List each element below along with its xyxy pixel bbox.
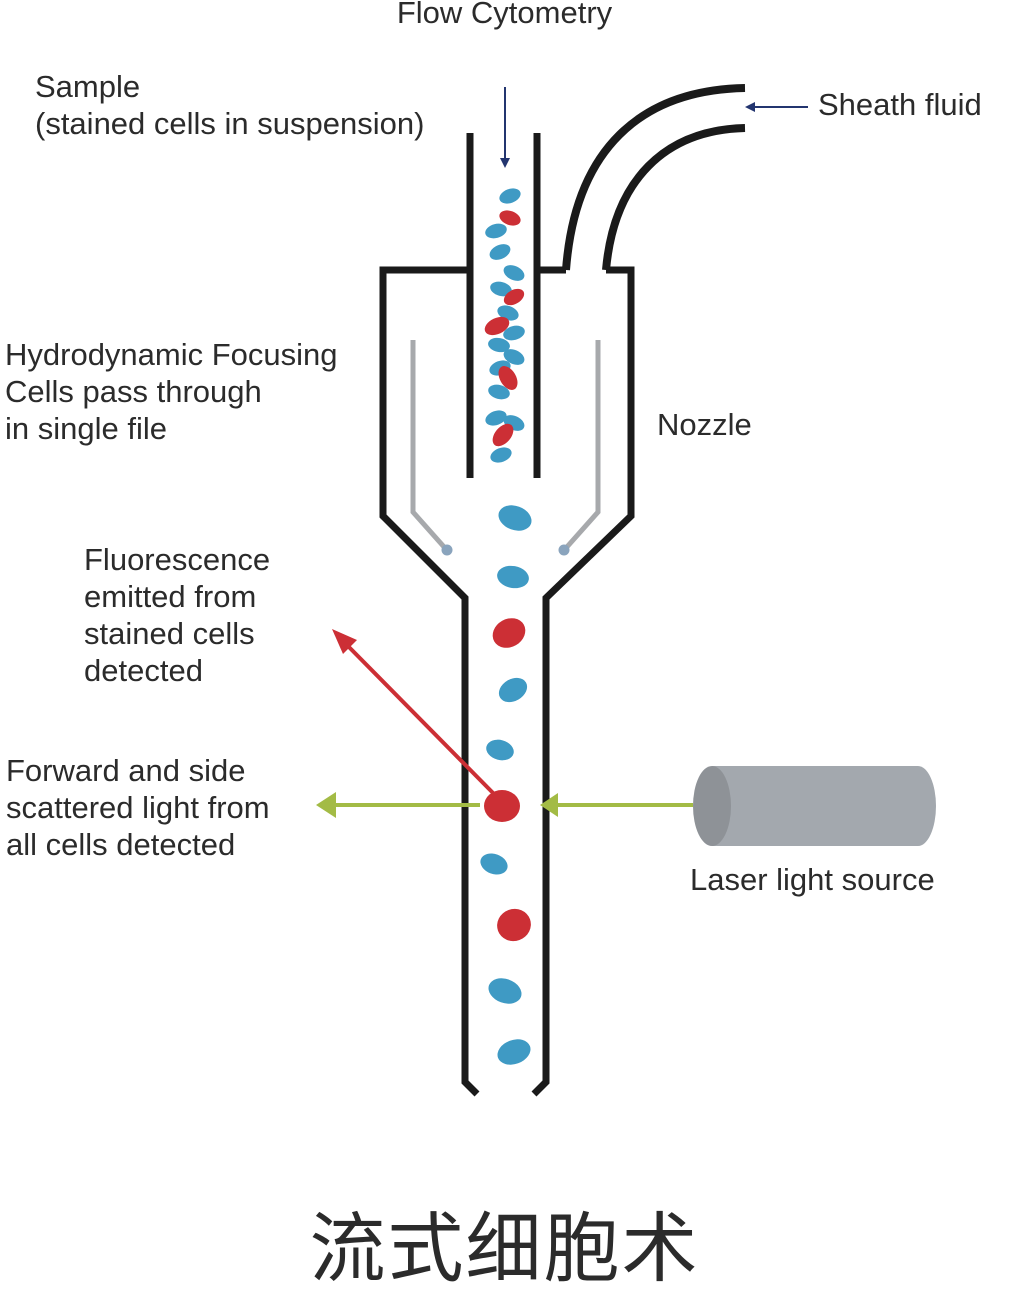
cell-blue bbox=[503, 265, 525, 281]
cell-blue bbox=[497, 565, 529, 589]
cell-blue bbox=[498, 677, 528, 703]
cell-blue bbox=[490, 281, 512, 297]
cell-blue bbox=[489, 244, 511, 260]
cell-blue bbox=[488, 384, 510, 400]
diagram-title: Flow Cytometry bbox=[396, 0, 613, 30]
scatter-label: Forward and side scattered light from al… bbox=[6, 753, 270, 862]
sheath-tube-outer-wall bbox=[562, 84, 746, 271]
cell-blue bbox=[488, 337, 510, 353]
cell-red bbox=[492, 423, 514, 447]
cells-in-sample-tube bbox=[484, 188, 525, 463]
cell-blue bbox=[488, 978, 522, 1004]
cell-blue bbox=[480, 853, 508, 875]
cell-blue bbox=[498, 505, 532, 531]
cell-blue bbox=[499, 188, 521, 204]
cell-blue bbox=[503, 325, 525, 341]
laser-label: Laser light source bbox=[690, 862, 935, 897]
cell-blue bbox=[503, 349, 525, 365]
flow-chamber-right-wall bbox=[531, 266, 635, 1097]
diagram-canvas bbox=[316, 84, 936, 1097]
scatter-arrow-icon bbox=[316, 792, 480, 818]
sample-label: Sample (stained cells in suspension) bbox=[35, 69, 425, 141]
cell-blue bbox=[485, 410, 507, 426]
cell-red bbox=[498, 366, 518, 390]
fluorescence-label: Fluorescence emitted from stained cells … bbox=[84, 542, 271, 688]
cell-red-detected bbox=[484, 790, 520, 822]
flow-cytometry-diagram: Flow Cytometry Sample (stained cells in … bbox=[5, 0, 982, 1293]
cell-red bbox=[492, 618, 526, 648]
fluorescence-arrow-icon bbox=[332, 629, 498, 798]
cell-blue bbox=[486, 739, 514, 761]
sheath-tube-inner-wall bbox=[602, 124, 746, 271]
chinese-title: 流式细胞术 bbox=[309, 1204, 700, 1293]
inner-nozzle-left bbox=[410, 340, 447, 550]
flow-chamber-left-wall bbox=[379, 266, 480, 1097]
cell-blue bbox=[497, 305, 519, 321]
cell-red bbox=[499, 210, 521, 226]
nozzle-label: Nozzle bbox=[657, 407, 752, 442]
cell-blue bbox=[485, 223, 507, 239]
cell-blue bbox=[490, 447, 512, 463]
sheath-fluid-label: Sheath fluid bbox=[818, 87, 982, 122]
inner-nozzle-right-tip bbox=[558, 544, 570, 556]
inner-nozzle-left-tip bbox=[441, 544, 453, 556]
cell-red bbox=[497, 908, 531, 942]
cell-blue bbox=[497, 1039, 531, 1065]
laser-cylinder-icon bbox=[693, 766, 936, 846]
cell-red bbox=[484, 316, 510, 336]
cell-red bbox=[503, 288, 525, 306]
cells-single-file bbox=[480, 505, 532, 1065]
inner-nozzle-right bbox=[564, 340, 601, 550]
laser-arrow-icon bbox=[540, 793, 693, 817]
hydrodynamic-focusing-label: Hydrodynamic Focusing Cells pass through… bbox=[5, 337, 338, 446]
